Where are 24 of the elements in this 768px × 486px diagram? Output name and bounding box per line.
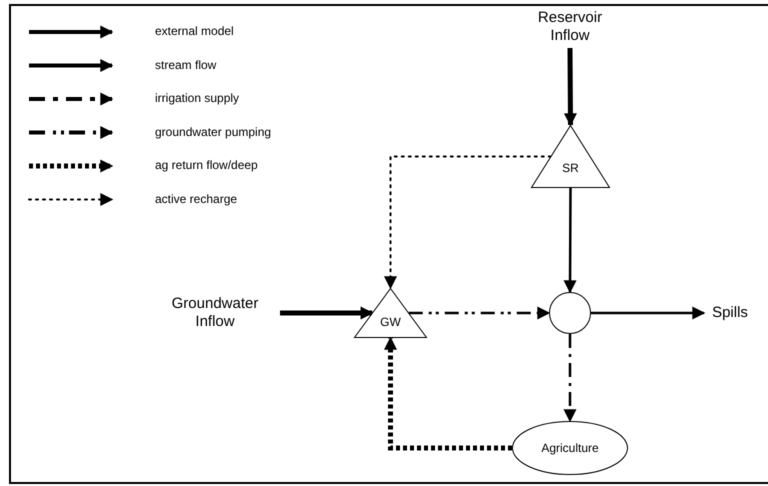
- arrow: [384, 156, 552, 290]
- legend-label: external model: [155, 24, 234, 38]
- arrow: [384, 336, 512, 450]
- storage-triangle: [354, 288, 427, 338]
- arrow: [564, 48, 577, 126]
- arrow: [564, 334, 576, 422]
- demand-ellipse: [512, 421, 628, 475]
- node-label: SR: [562, 160, 579, 176]
- legend-label: ag return flow/deep: [155, 158, 258, 172]
- arrow: [408, 306, 550, 320]
- legend-label: active recharge: [155, 192, 238, 206]
- legend-label: groundwater pumping: [155, 124, 272, 138]
- flow-label: Reservoir Inflow: [536, 9, 604, 45]
- node-label: Agriculture: [541, 440, 599, 456]
- legend-label: irrigation supply: [155, 91, 240, 105]
- arrow: [280, 306, 374, 320]
- flow-label: Spills: [712, 304, 748, 322]
- arrow: [591, 306, 706, 320]
- arrow: [564, 188, 577, 294]
- storage-triangle: [531, 125, 610, 188]
- junction-circle: [549, 292, 591, 334]
- legend-label: stream flow: [155, 58, 216, 72]
- flow-label: Groundwater Inflow: [170, 295, 260, 331]
- node-label: GW: [380, 314, 401, 330]
